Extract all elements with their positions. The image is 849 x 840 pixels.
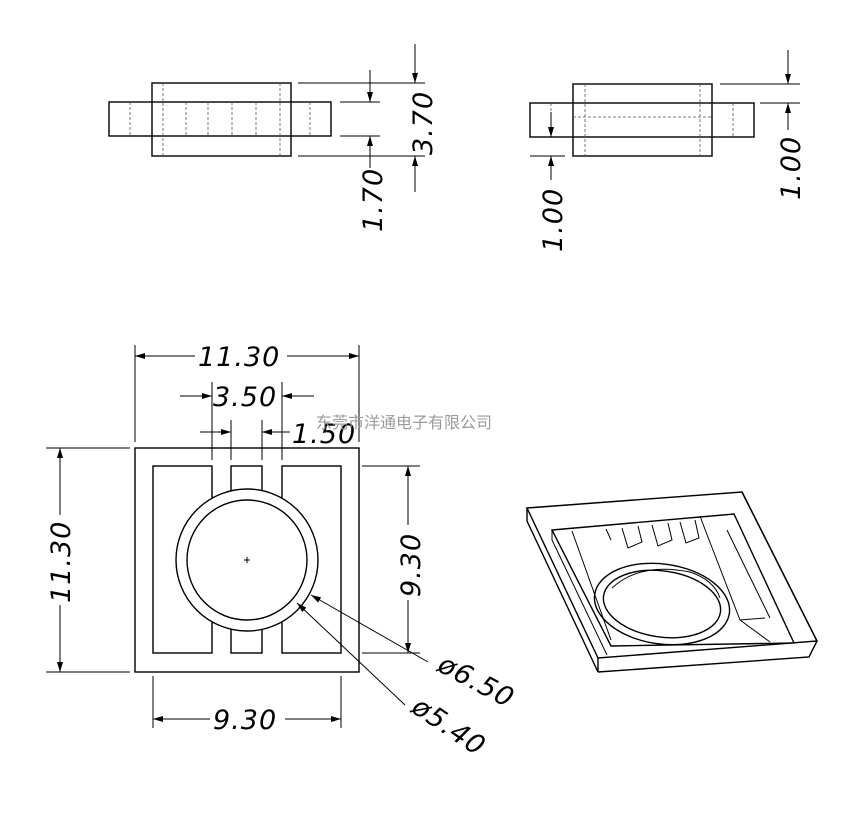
- dim-diameter-5.40: ø5.40: [405, 691, 491, 763]
- dim-left-1.00: 1.00: [538, 188, 569, 252]
- dim-center-3.50: 3.50: [213, 382, 277, 413]
- dim-height-11.30: 11.30: [46, 521, 77, 603]
- dim-height-3.70: 3.70: [408, 91, 439, 155]
- dim-width-11.30: 11.30: [198, 342, 280, 373]
- side-view-right: [529, 50, 800, 180]
- dim-slot-1.50: 1.50: [292, 419, 356, 450]
- side-view-left: [108, 44, 425, 192]
- dim-right-1.00: 1.00: [776, 136, 807, 200]
- isometric-view: [525, 491, 819, 673]
- dim-inner-width-9.30: 9.30: [213, 705, 277, 736]
- dim-inner-height-9.30: 9.30: [396, 533, 427, 597]
- dim-core-1.70: 1.70: [358, 168, 389, 232]
- front-view: [46, 345, 429, 728]
- watermark-text: 东莞市洋通电子有限公司: [316, 413, 492, 432]
